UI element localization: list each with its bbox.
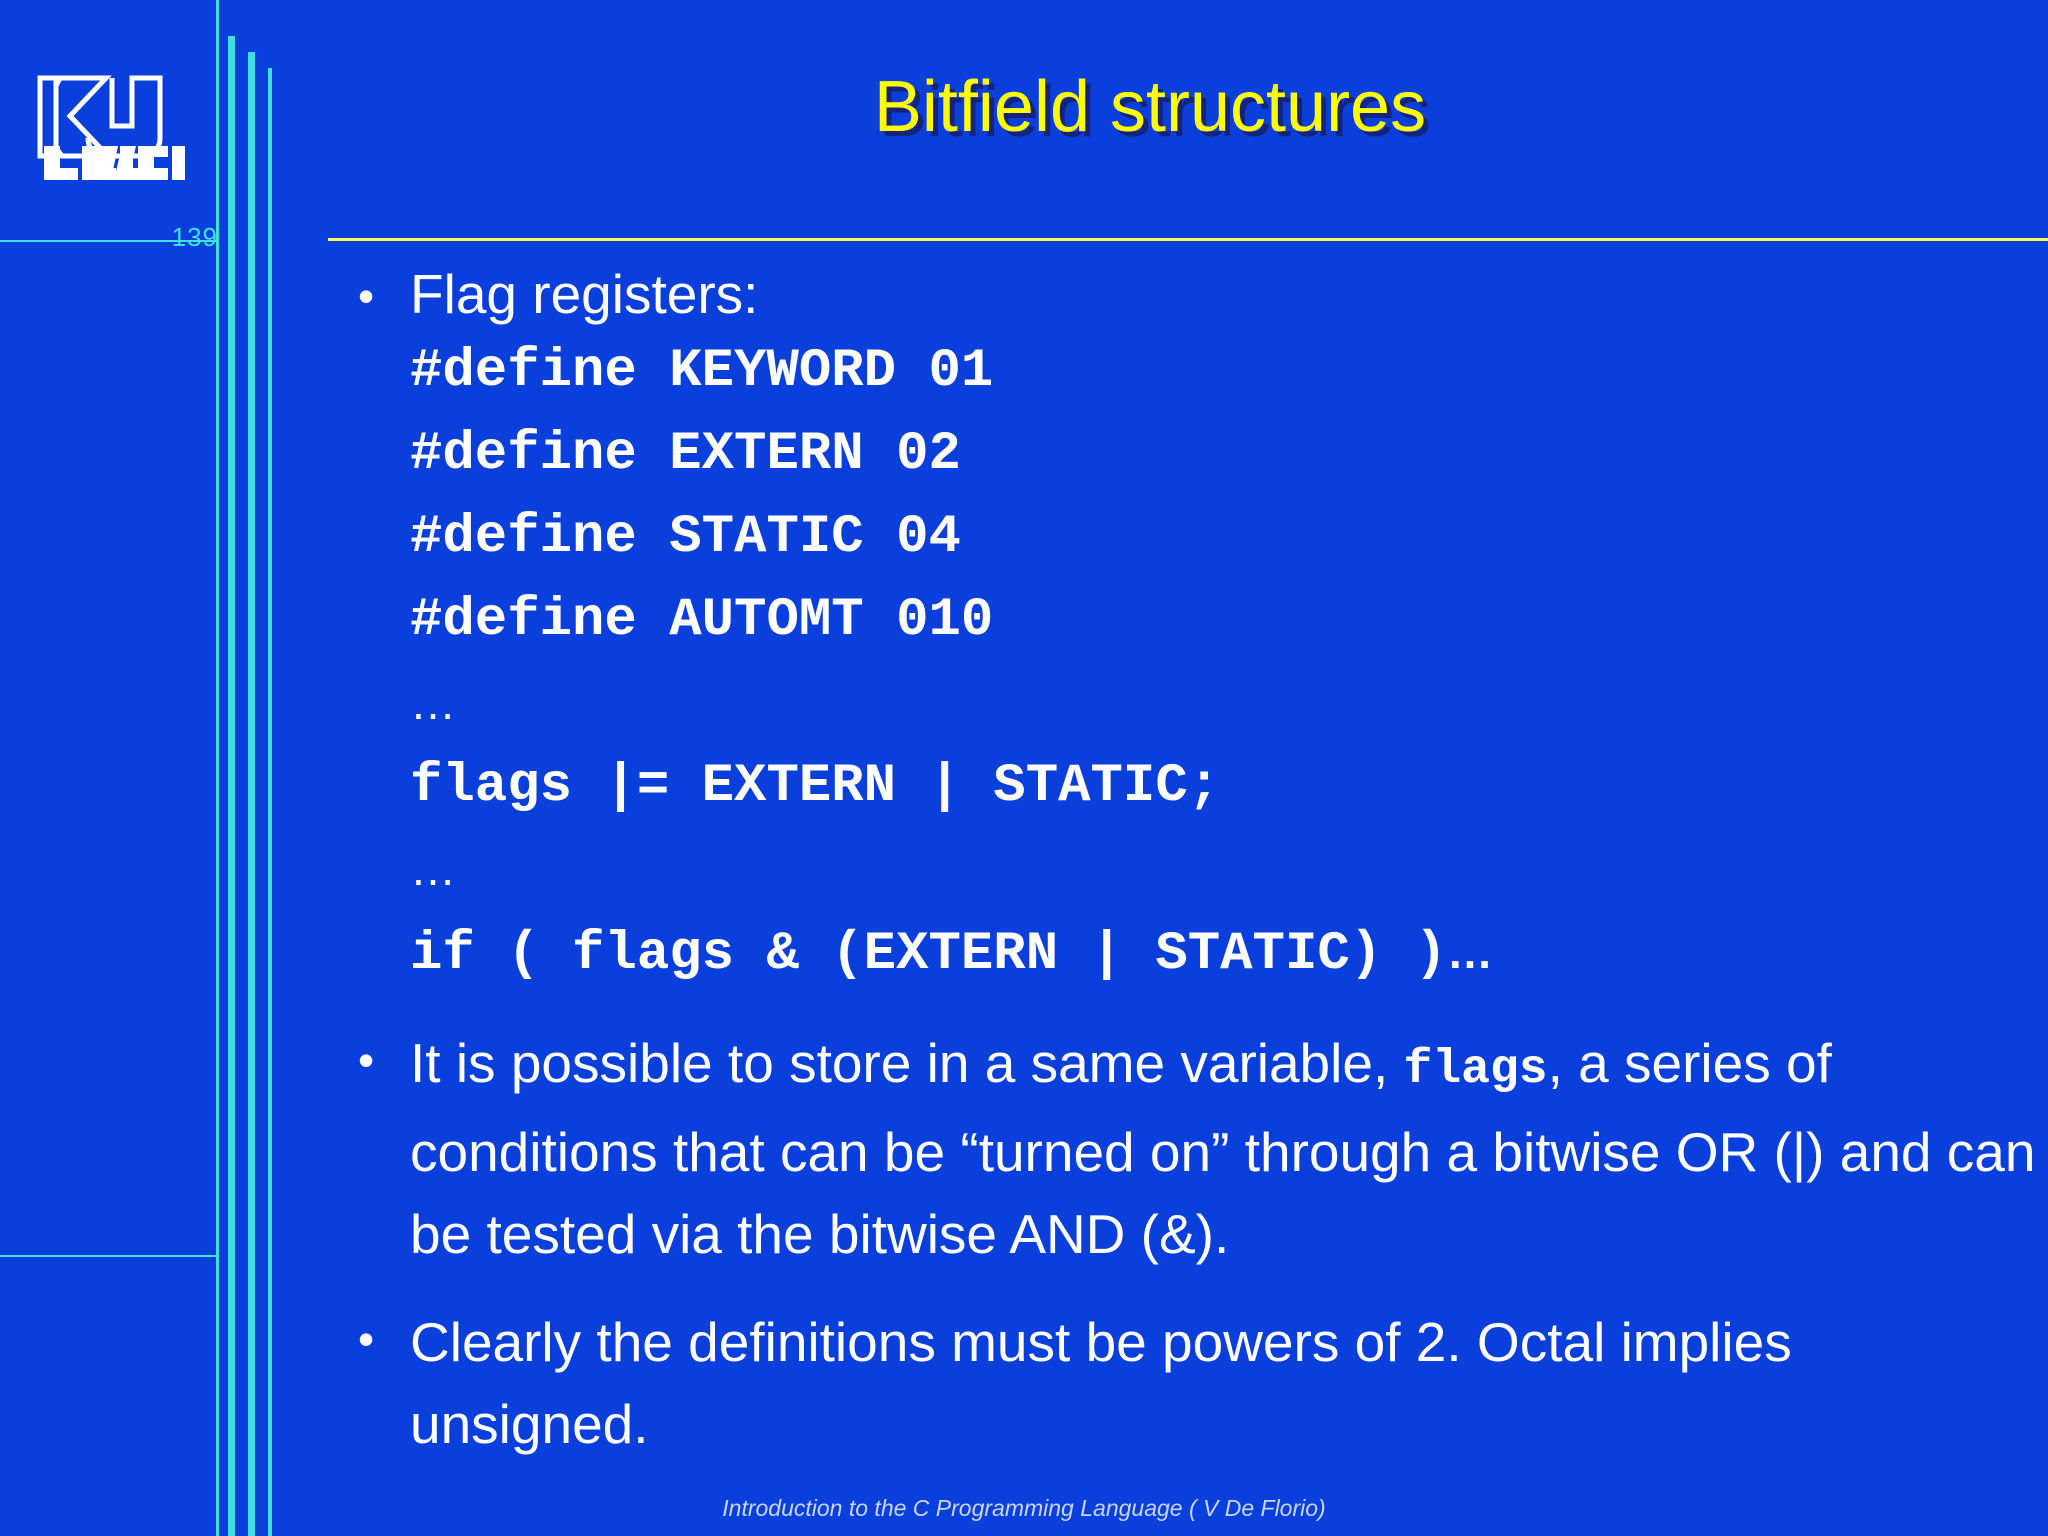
bullet-text-part-1: It is possible to store in a same variab… <box>410 1032 1404 1094</box>
code-if-statement: if ( flags & (EXTERN | STATIC) ) <box>410 924 1447 985</box>
slide-footer: Introduction to the C Programming Langua… <box>722 1495 1326 1521</box>
title-container: Bitfield structures <box>300 52 2000 162</box>
code-line-if-flags-and: if ( flags & (EXTERN | STATIC) )… <box>410 911 2040 996</box>
rail-horizontal-line-top <box>0 240 219 242</box>
bullet-content: Flag registers: #define KEYWORD 01 #defi… <box>410 258 2040 996</box>
bullet-inline-code-flags: flags <box>1403 1043 1548 1097</box>
bullet-paragraph: Clearly the definitions must be powers o… <box>410 1311 1792 1455</box>
bullet-lead-text: Flag registers: <box>410 263 759 325</box>
ku-leuven-logo <box>26 52 198 180</box>
slide-body: • Flag registers: #define KEYWORD 01 #de… <box>340 258 2040 1465</box>
rail-vertical-line-inner-a <box>228 36 235 1536</box>
code-line-define-keyword: #define KEYWORD 01 <box>410 341 994 402</box>
code-line-define-automt: #define AUTOMT 010 <box>410 590 994 651</box>
bullet-content: Clearly the definitions must be powers o… <box>410 1301 2040 1465</box>
code-if-tail-ellipsis: … <box>1446 926 1495 978</box>
page-title: Bitfield structures <box>873 67 1427 147</box>
page-number: 139 <box>171 222 218 252</box>
rail-vertical-line-inner-b <box>248 52 255 1536</box>
bullet-content: It is possible to store in a same variab… <box>410 1022 2040 1275</box>
code-line-flags-or-assign: flags |= EXTERN | STATIC; <box>410 756 1221 817</box>
bullet-marker: • <box>358 270 375 322</box>
code-ellipsis-1: … <box>410 677 458 729</box>
code-line-define-extern: #define EXTERN 02 <box>410 424 961 485</box>
rail-horizontal-line-bottom <box>0 1255 219 1257</box>
bullet-item-flag-registers: • Flag registers: #define KEYWORD 01 #de… <box>340 258 2040 996</box>
title-divider <box>328 238 2048 241</box>
bullet-text-part-2: , a series of conditions that can be “tu… <box>410 1032 2036 1265</box>
bullet-marker: • <box>358 1313 375 1365</box>
bullet-item-store-variable: • It is possible to store in a same vari… <box>340 1022 2040 1275</box>
code-ellipsis-2: … <box>410 843 458 895</box>
rail-vertical-line-inner-c <box>268 68 272 1536</box>
bullet-item-powers-of-two: • Clearly the definitions must be powers… <box>340 1301 2040 1465</box>
bullet-marker: • <box>358 1034 375 1086</box>
code-line-define-static: #define STATIC 04 <box>410 507 961 568</box>
bullet-paragraph: It is possible to store in a same variab… <box>410 1022 2040 1275</box>
rail-vertical-line-outer <box>216 0 219 1536</box>
